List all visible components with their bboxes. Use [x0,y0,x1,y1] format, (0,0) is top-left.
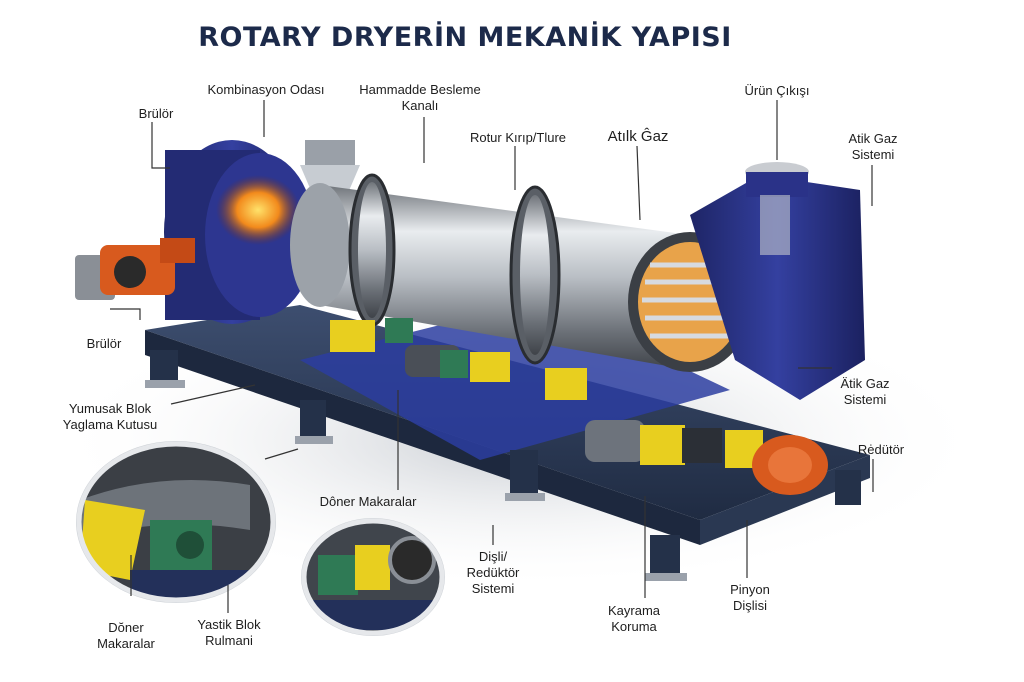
label-hammadde-line2: Kanalı [401,98,439,113]
label-disli-reduktor: Dişli/ Redüktör Sistemi [455,549,531,597]
label-brulor-top: Brülör [138,106,174,121]
label-yastik-line1: Yastik Blok [197,617,261,632]
label-disli-line1: Dişli/ [478,549,508,564]
label-hammadde-besleme: Hammadde Besleme Kanalı [345,82,495,114]
label-yumusak-line1: Yumusak Blok [68,401,152,416]
drive-train [585,420,828,495]
inset-rollers-bearing [76,441,276,603]
label-kayrama-line2: Koruma [611,619,657,634]
label-kayrama-koruma: Kayrama Koruma [594,603,674,635]
label-doner-bot-line1: Dŏner [108,620,144,635]
label-pinyon-dislisi: Pinyon Dişlisi [710,582,790,614]
leader-lines [110,100,874,613]
combustion-chamber [164,140,315,324]
label-atik-gaz-sistemi-top: Atik Gaz Sistemi [828,131,918,163]
label-kayrama-line1: Kayrama [607,603,661,618]
label-brulor-left: Brülör [86,336,122,351]
label-yumusak-line2: Yaglama Kutusu [62,417,158,432]
label-atik-sis-top-line1: Atik Gaz [848,131,898,146]
label-doner-bot-line2: Makaralar [97,636,155,651]
label-atik-sis-top-line2: Sistemi [851,147,895,162]
label-pinyon-line2: Dişlisi [733,598,767,613]
label-atik-gaz-sistemi-mid: Ätik Gaz Sistemi [820,376,910,408]
label-yumusak-blok: Yumusak Blok Yaglama Kutusu [40,401,180,433]
label-redutor: Rėdütör [857,442,905,457]
label-doner-makaralar: Dôner Makaralar [319,494,417,509]
support-rollers [330,318,587,400]
label-yastik-line2: Rulmani [205,633,253,648]
label-yastik-blok: Yastik Blok Rulmani [183,617,275,649]
label-pinyon-line1: Pinyon [730,582,770,597]
label-disli-line3: Sistemi [471,581,515,596]
feed-chute [305,140,355,172]
label-atik-gaz: Atılk Ĝaz [607,128,669,145]
label-hammadde-line1: Hammadde Besleme [359,82,481,97]
label-urun-cikisi: Ürün Çıkışı [744,83,810,98]
label-disli-line2: Redüktör [466,565,520,580]
exhaust-fan-housing [690,162,865,400]
label-atik-sis-mid-line1: Ätik Gaz [840,376,890,391]
diagram-title: ROTARY DRYERİN MEKANİK YAPISI [198,22,732,53]
label-atik-sis-mid-line2: Sistemi [843,392,887,407]
burner-unit [75,238,195,300]
label-doner-makaralar-inset: Dŏner Makaralar [84,620,168,652]
label-kombinasyon-odasi: Kombinasyon Odası [207,82,325,97]
label-rotur: Rotur Kırıp/Tlure [469,130,567,145]
